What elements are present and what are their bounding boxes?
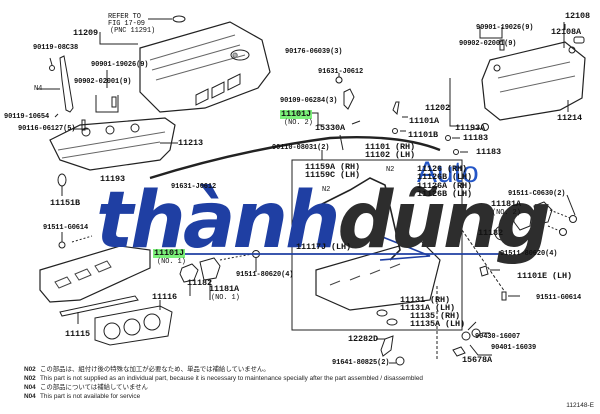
part-label[interactable]: 91631-J0612 [171, 183, 217, 191]
part-label[interactable]: 15678A [462, 355, 493, 365]
part-label[interactable]: 11117J (LH) [296, 242, 352, 252]
part-label[interactable]: 11135A (LH) [410, 319, 466, 329]
part-label[interactable]: 11116 [152, 292, 178, 302]
part-label[interactable]: 91511-C0630(2) [508, 190, 566, 198]
part-label[interactable]: 11126B (LH) [417, 172, 473, 182]
part-label[interactable]: 11151B [50, 198, 81, 208]
part-label[interactable]: 90401-16039 [491, 344, 537, 352]
part-label[interactable]: 11101A [409, 116, 440, 126]
part-label[interactable]: 91511-G0614 [43, 224, 89, 232]
note-line: N02 この部品は、組付け後の特殊な加工が必要なため、単品では補給していません。 [24, 366, 270, 374]
part-label[interactable]: 11131 (RH) [400, 295, 451, 305]
note-text: This part is not supplied as an individu… [40, 375, 423, 382]
part-label[interactable]: N2 [386, 166, 395, 174]
part-label-highlighted[interactable]: 11101J [153, 248, 186, 258]
part-label[interactable]: 11126B (LH) [417, 189, 473, 199]
note-line: N04 この部品については補給していません [24, 384, 148, 392]
part-label[interactable]: 11181A [491, 199, 522, 209]
part-label[interactable]: 11202 [425, 103, 451, 113]
part-label-sub[interactable]: (NO. 2) [492, 209, 521, 217]
watermark-part2: dũng [337, 176, 552, 266]
part-label[interactable]: 11183 [476, 147, 502, 157]
part-label[interactable]: 90119-08C38 [33, 44, 79, 52]
part-label[interactable]: 91511-80620(4) [500, 250, 558, 258]
cross-ref-line-2[interactable]: FIG 17-09 [108, 20, 145, 28]
part-label[interactable]: 91641-80825(2) [332, 359, 390, 367]
note-text: This part is not available for service [40, 393, 141, 400]
note-tag: N02 [24, 375, 36, 382]
part-label[interactable]: 90902-02001(9) [459, 40, 517, 48]
part-label[interactable]: 91631-J0612 [318, 68, 364, 76]
part-label[interactable]: 11209 [73, 28, 99, 38]
cross-ref-line-3[interactable]: (PNC 11291) [110, 27, 156, 35]
part-label[interactable]: 11159A (RH) [305, 162, 361, 172]
part-label[interactable]: N4 [34, 85, 43, 93]
part-label[interactable]: 11182 [187, 278, 213, 288]
part-label[interactable]: 11126 (RH) [417, 164, 468, 174]
part-label[interactable]: 11214 [557, 113, 583, 123]
part-label[interactable]: 11102 (LH) [365, 150, 416, 160]
note-line: N02 This part is not supplied as an indiv… [24, 375, 423, 383]
watermark-part1: thành [96, 176, 341, 266]
svg-text:🔘: 🔘 [232, 52, 238, 59]
part-label[interactable]: 11131A (LH) [400, 303, 456, 313]
part-label[interactable]: 91511-80620(4) [236, 271, 294, 279]
note-text: この部品については補給していません [40, 384, 148, 391]
part-label[interactable]: 90116-06127(5) [18, 125, 76, 133]
part-label[interactable]: 12108 [565, 11, 591, 21]
part-label[interactable]: 15330A [315, 123, 346, 133]
part-label[interactable]: 90901-19026(9) [91, 61, 149, 69]
part-label[interactable]: 11181A [209, 284, 240, 294]
watermark-auto: Auto [417, 156, 479, 189]
part-label[interactable]: 11101E (LH) [517, 271, 573, 281]
note-line: N04 This part is not available for servic… [24, 393, 140, 401]
part-label-sub[interactable]: (NO. 1) [211, 294, 240, 302]
part-label-highlighted[interactable]: 11101J [280, 109, 313, 119]
note-tag: N04 [24, 393, 36, 400]
watermark-logo: thànhdũng [96, 182, 551, 260]
part-label[interactable]: 91511-G0614 [536, 294, 582, 302]
note-text: この部品は、組付け後の特殊な加工が必要なため、単品では補給していません。 [40, 366, 270, 373]
part-label[interactable]: 90902-02001(9) [74, 78, 132, 86]
part-label[interactable]: 11159C (LH) [305, 170, 361, 180]
note-tag: N04 [24, 384, 36, 391]
part-label[interactable]: 11193A [455, 123, 486, 133]
part-label[interactable]: 11213 [178, 138, 204, 148]
part-label[interactable]: 12108A [551, 27, 582, 37]
part-label[interactable]: 90430-16007 [475, 333, 521, 341]
part-label[interactable]: 11115 [65, 329, 91, 339]
part-label[interactable]: 11183 [463, 133, 489, 143]
part-label[interactable]: 11126A (RH) [417, 181, 473, 191]
part-label[interactable]: 11135 (RH) [410, 311, 461, 321]
part-label[interactable]: 11182 [478, 228, 504, 238]
part-label-sub[interactable]: (NO. 2) [284, 119, 313, 127]
part-label[interactable]: 90109-06284(3) [280, 97, 338, 105]
note-tag: N02 [24, 366, 36, 373]
part-label[interactable]: 11193 [100, 174, 126, 184]
part-label[interactable]: 11101B [408, 130, 439, 140]
part-label[interactable]: 90176-06039(3) [285, 48, 343, 56]
cross-ref-line-1[interactable]: REFER TO [108, 13, 141, 21]
part-label[interactable]: 12282D [348, 334, 379, 344]
part-label[interactable]: 90110-08031(2) [272, 144, 330, 152]
figure-id: 112148-E [566, 402, 594, 409]
part-label[interactable]: 90901-19026(9) [476, 24, 534, 32]
part-label[interactable]: 90119-10654 [4, 113, 50, 121]
part-label-sub[interactable]: (NO. 1) [157, 258, 186, 266]
part-label[interactable]: N2 [322, 186, 331, 194]
part-label[interactable]: 11101 (RH) [365, 142, 416, 152]
